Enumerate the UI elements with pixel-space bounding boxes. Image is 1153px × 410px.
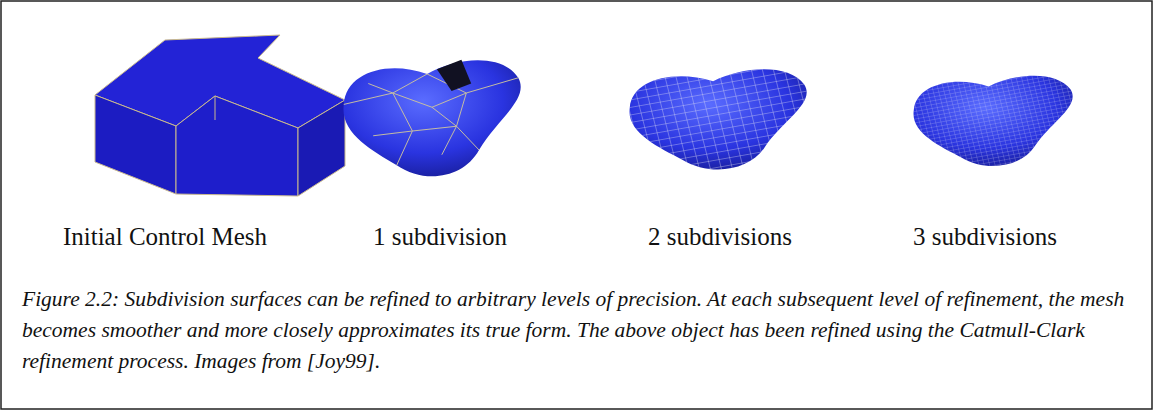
image-label: Initial Control Mesh [63,222,267,252]
image-label: 3 subdivisions [913,222,1057,252]
subdivision-2 [629,69,806,169]
image-label: 2 subdivisions [648,222,792,252]
subdivision-1 [343,60,520,177]
subdivision-3 [914,76,1073,166]
image-label: 1 subdivision [373,222,507,252]
figure-caption: Figure 2.2: Subdivision surfaces can be … [22,284,1132,377]
control-mesh [95,35,345,196]
